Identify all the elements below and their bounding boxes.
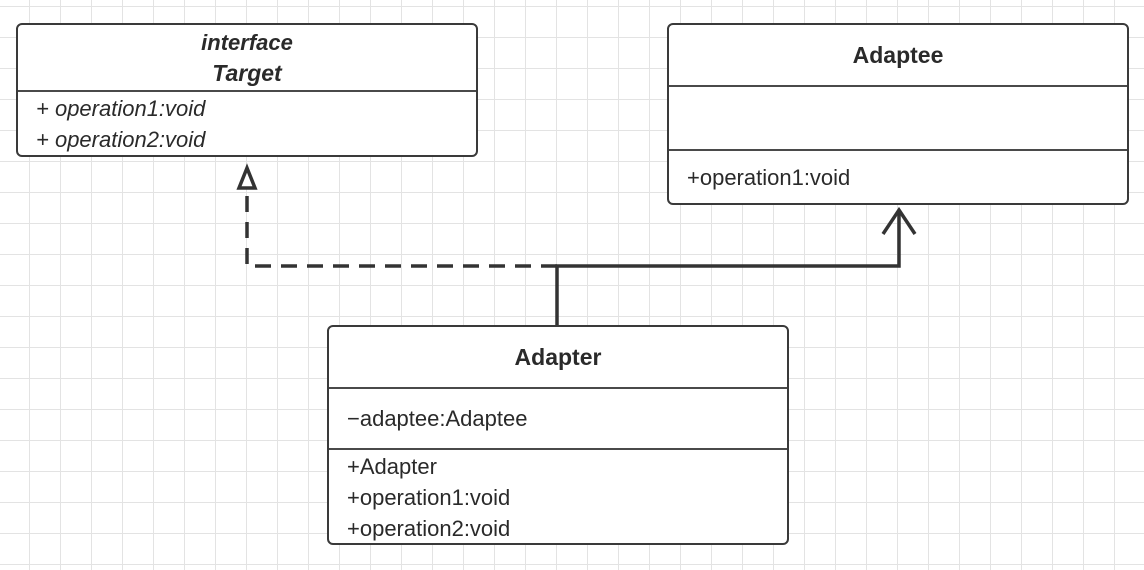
association-arrowhead bbox=[881, 206, 917, 235]
adapter-attributes: −adaptee:Adaptee bbox=[329, 389, 787, 450]
target-operation: + operation1:void bbox=[36, 95, 206, 121]
adaptee-operation: +operation1:void bbox=[687, 164, 851, 190]
target-interface-box[interactable]: interface Target + operation1:void + ope… bbox=[16, 23, 478, 157]
adapter-attribute: −adaptee:Adaptee bbox=[347, 406, 528, 431]
adapter-class-name: Adapter bbox=[514, 343, 602, 370]
adapter-operation: +operation1:void bbox=[347, 485, 511, 510]
realization-line bbox=[245, 188, 557, 268]
adaptee-name-compartment: Adaptee bbox=[669, 25, 1127, 87]
adapter-operations: +Adapter +operation1:void +operation2:vo… bbox=[329, 450, 787, 543]
adapter-operation: +operation2:void bbox=[347, 516, 511, 541]
adaptee-attributes bbox=[669, 87, 1127, 151]
adapter-name-compartment: Adapter bbox=[329, 327, 787, 389]
adaptee-operations: +operation1:void bbox=[669, 151, 1127, 203]
target-operation: + operation2:void bbox=[36, 126, 206, 152]
target-class-name: Target bbox=[212, 59, 282, 86]
association-line bbox=[555, 210, 901, 325]
adapter-operation: +Adapter bbox=[347, 454, 437, 479]
realization-arrowhead bbox=[236, 163, 258, 190]
target-stereotype: interface bbox=[201, 29, 293, 55]
adaptee-class-box[interactable]: Adaptee +operation1:void bbox=[667, 23, 1129, 205]
target-name-compartment: interface Target bbox=[18, 25, 476, 92]
adaptee-class-name: Adaptee bbox=[852, 41, 944, 68]
target-operations: + operation1:void + operation2:void bbox=[18, 92, 476, 155]
adapter-class-box[interactable]: Adapter −adaptee:Adaptee +Adapter +opera… bbox=[327, 325, 789, 545]
